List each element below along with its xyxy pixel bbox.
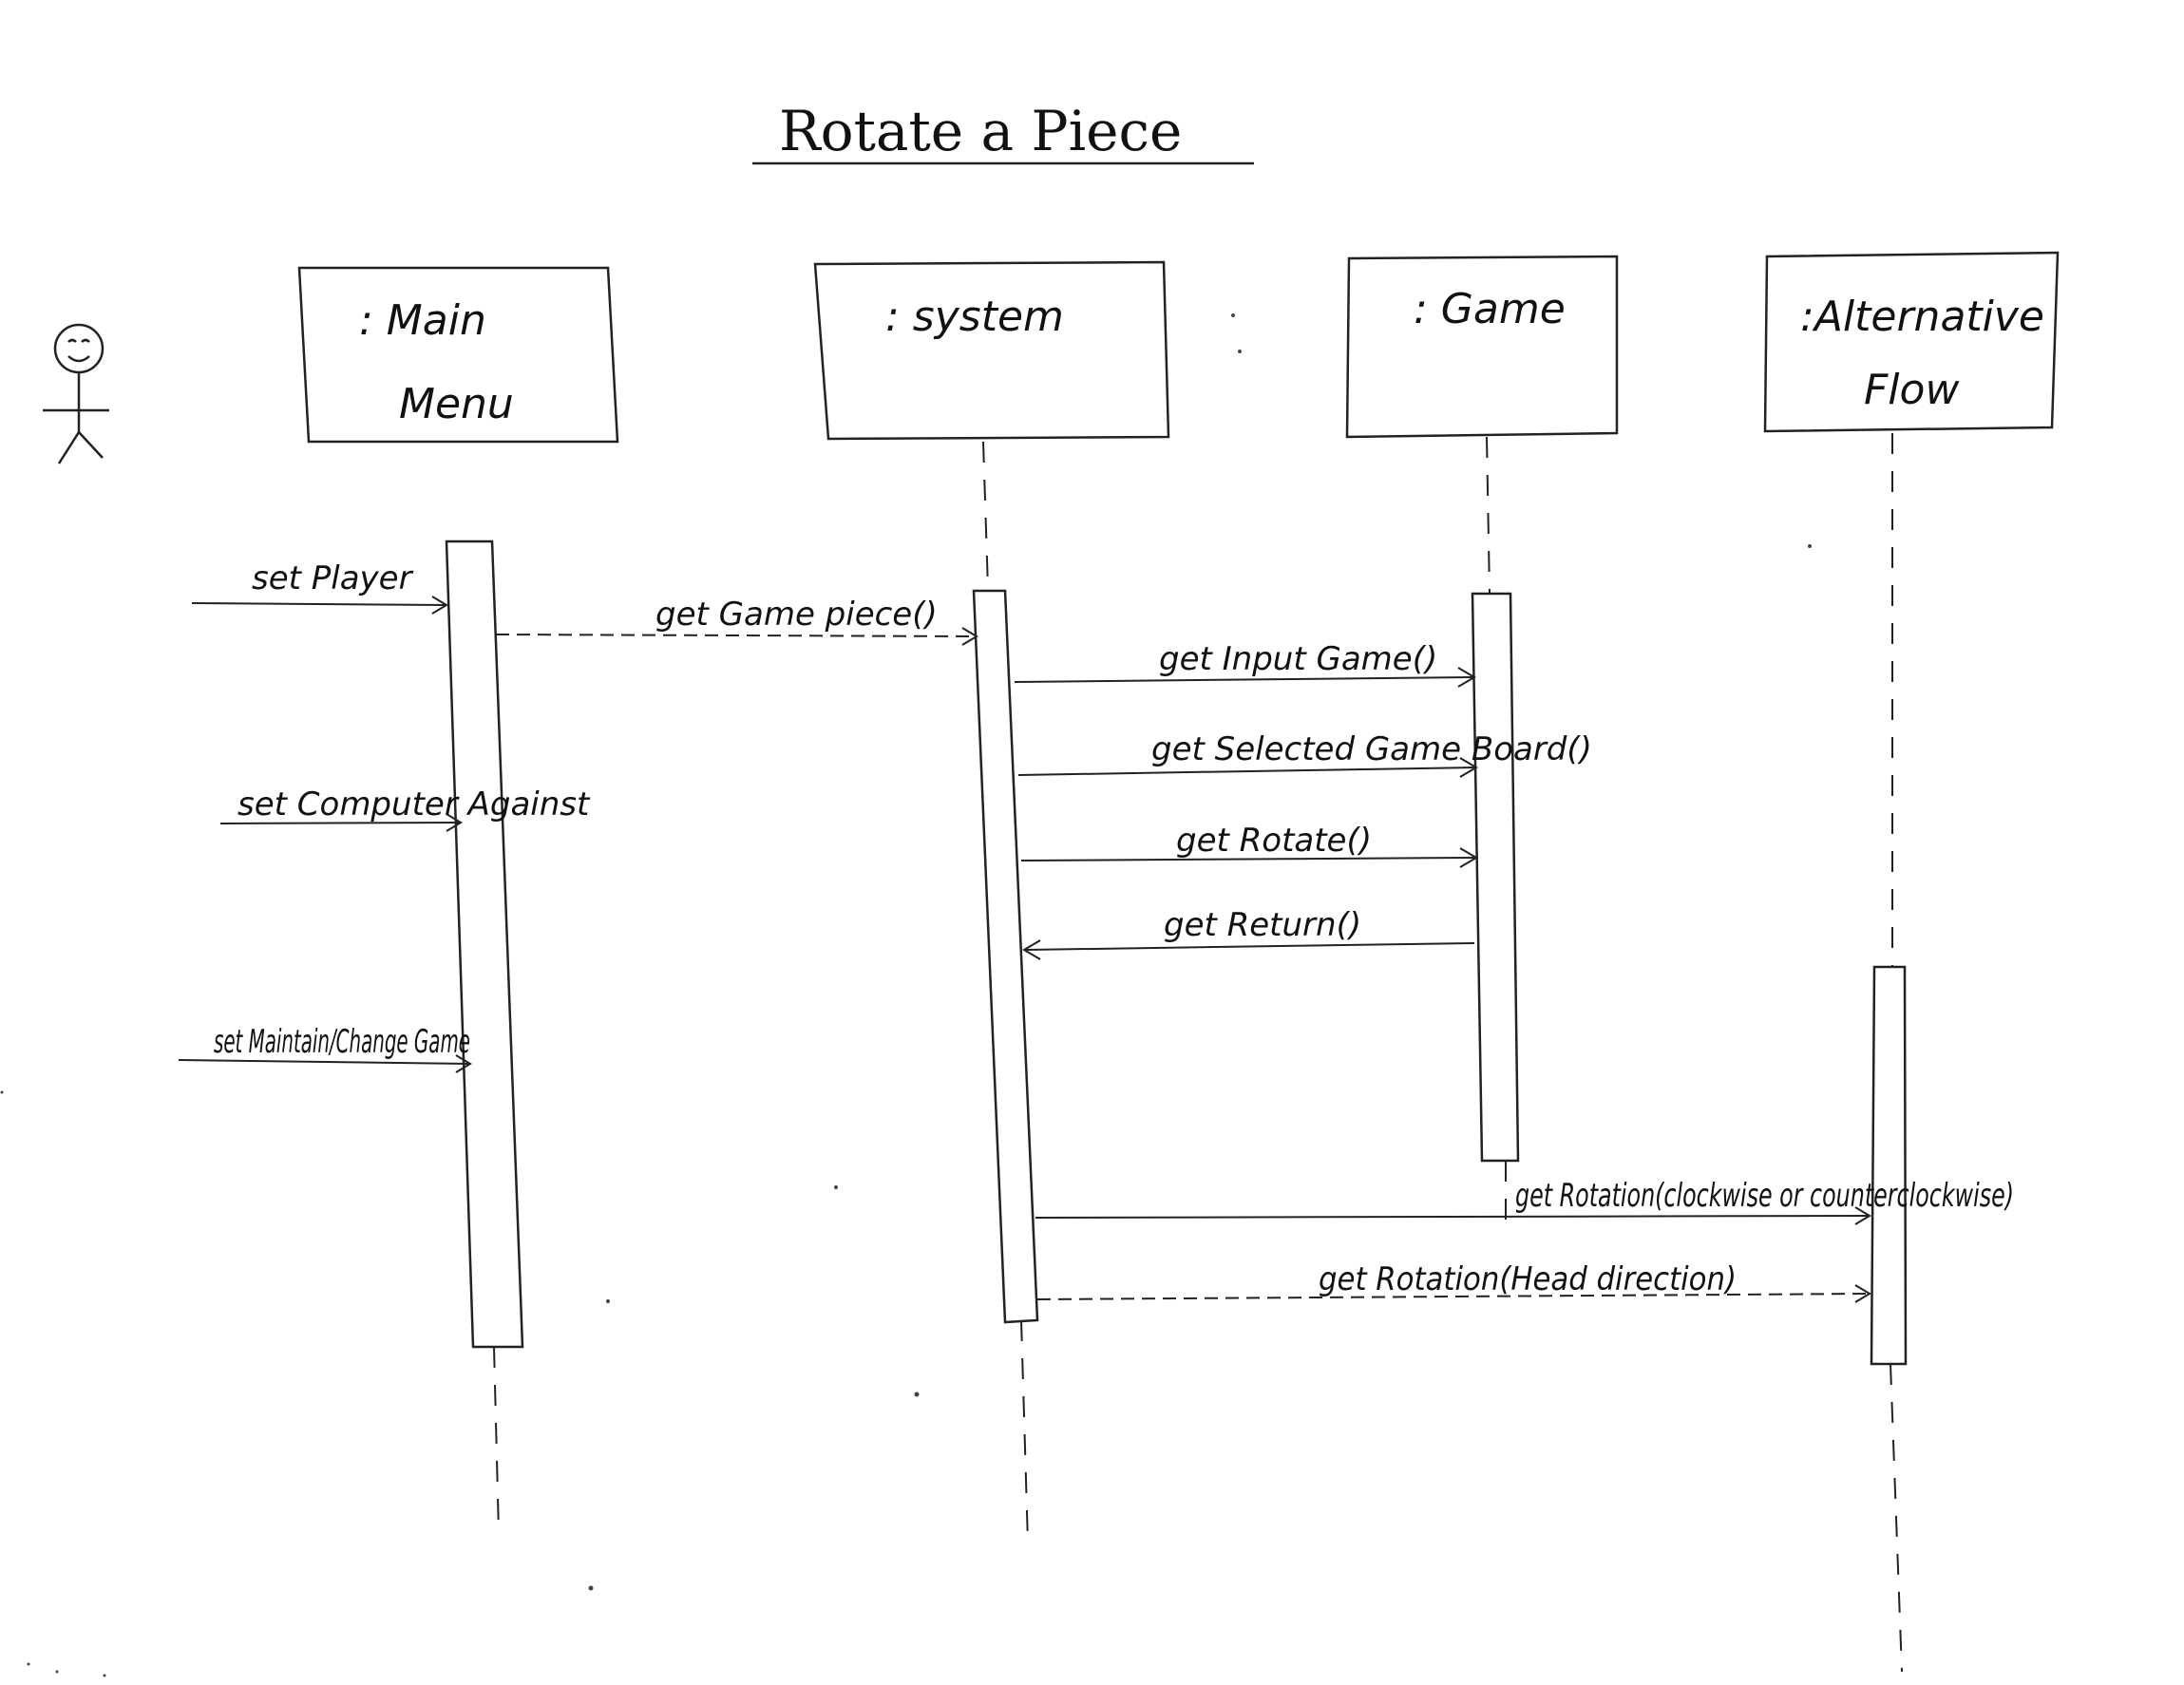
lifeline-main-menu [493, 1346, 500, 1535]
message-label: get Selected Game Board() [1151, 730, 1592, 768]
message-get-rotate: get Rotate() [1020, 822, 1478, 868]
participant-label: : Main [359, 296, 486, 345]
message-set-player: set Player [191, 559, 448, 615]
actor-icon [43, 323, 109, 464]
participant-game: : Game [1345, 255, 1619, 439]
message-get-rotation-clockwise: get Rotation(clockwise or counterclockwi… [1035, 1177, 2014, 1225]
activation-system [972, 589, 1039, 1324]
activation-game [1471, 592, 1520, 1163]
message-label: get Rotate() [1176, 822, 1372, 860]
lifeline-system [982, 441, 989, 590]
participant-alternative-flow: :Alternative Flow [1763, 251, 2060, 433]
participant-label: Flow [1864, 366, 1960, 414]
message-get-selected-game-board: get Selected Game Board() [1017, 730, 1592, 778]
participant-label: : Game [1414, 285, 1566, 333]
message-get-input-game: get Input Game() [1014, 640, 1476, 688]
message-get-return: get Return() [1022, 906, 1475, 960]
lifeline-game [1486, 436, 1491, 595]
message-get-game-piece: get Game piece() [495, 596, 978, 646]
activation-alternative-flow [1870, 965, 1908, 1366]
message-label: set Computer Against [237, 786, 591, 824]
message-get-rotation-head-direction: get Rotation(Head direction) [1036, 1260, 1871, 1303]
participant-label: : system [885, 293, 1064, 341]
message-label: get Input Game() [1159, 640, 1437, 678]
lifeline-system [1020, 1319, 1029, 1544]
message-label: set Maintain/Change Game [214, 1023, 470, 1061]
participant-label: :Alternative [1800, 293, 2044, 341]
scan-noise [0, 313, 1812, 1677]
message-label: get Game piece() [655, 596, 938, 634]
message-label: set Player [252, 559, 414, 597]
participant-system: : system [813, 260, 1170, 441]
activation-main-menu [445, 540, 524, 1349]
message-label: get Rotation(clockwise or counterclockwi… [1515, 1177, 2014, 1215]
message-set-computer-against: set Computer Against [219, 786, 591, 832]
participant-main-menu: : Main Menu [297, 266, 619, 444]
message-set-maintain-change-game: set Maintain/Change Game [178, 1023, 472, 1073]
diagram-title: Rotate a Piece [779, 99, 1182, 163]
message-label: get Return() [1164, 906, 1361, 944]
participant-label: Menu [399, 380, 514, 428]
lifeline-alternative-flow [1890, 1363, 1903, 1673]
message-label: get Rotation(Head direction) [1319, 1260, 1737, 1298]
